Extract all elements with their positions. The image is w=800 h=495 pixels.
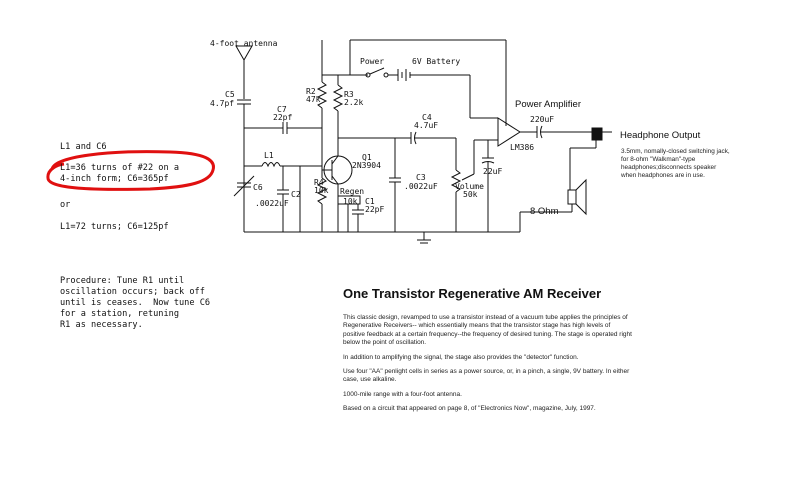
antenna-symbol [235,45,253,62]
description-paragraph: Based on a circuit that appeared on page… [343,405,596,413]
c2-name: C2 [291,190,301,199]
coil-option-1: L1=36 turns of #22 on a 4-inch form; C6=… [60,163,179,184]
description-paragraph: Use four "AA" penlight cells in series a… [343,368,630,384]
c7-value: 22pf [273,113,292,122]
regen-label: Regen [340,187,364,196]
volume-potentiometer [450,169,462,193]
coil-option-2: L1=72 turns; C6=125pf [60,222,169,232]
lm386-label: LM386 [510,143,534,152]
c3-name: C3 [416,173,426,182]
power-switch-label: Power [360,57,384,66]
cap-22uf-label: 22uF [483,167,502,176]
antenna-label: 4-foot antenna [210,39,278,48]
r4-name: R4 [314,178,324,187]
l1-inductor [261,162,281,168]
c6-label: C6 [253,183,263,192]
description-paragraph: In addition to amplifying the signal, th… [343,353,579,361]
l1-label: L1 [264,151,274,160]
volume-value: 50k [463,190,478,199]
power-switch [365,72,371,78]
r3-resistor [332,84,344,112]
q1-type: 2N3904 [352,161,381,170]
c7-name: C7 [277,105,287,114]
r4-resistor [316,177,328,205]
c4-name: C4 [422,113,432,122]
power-amplifier-label: Power Amplifier [515,99,581,110]
r3-name: R3 [344,90,354,99]
c5-name: C5 [225,90,235,99]
circuit-wires [233,39,612,244]
coil-header: L1 and C6 [60,142,107,152]
q1-name: Q1 [362,153,372,162]
headphone-jack [591,127,603,141]
regen-potentiometer [337,195,361,205]
speaker [567,189,577,205]
speaker-label: 8 Ohm [530,206,559,217]
battery-label: 6V Battery [412,57,460,66]
c3-value: .0022uF [404,182,438,191]
r3-value: 2.2k [344,98,363,107]
r2-value: 47k [306,95,321,104]
headphone-output-label: Headphone Output [620,130,701,141]
highlight-circle [46,150,215,191]
c2-value: .0022uF [255,199,289,208]
circuit-title: One Transistor Regenerative AM Receiver [343,286,602,301]
c5-value: 4.7pf [210,99,234,108]
r2-resistor [316,81,328,109]
cap-220uf-label: 220uF [530,115,554,124]
headphone-jack-note: 3.5mm, nomally-closed switching jack, fo… [621,148,730,179]
volume-label: Volume [455,182,484,191]
circuit-description: This classic design, revamped to use a t… [343,314,633,420]
c4-value: 4.7uF [414,121,438,130]
procedure-text: Procedure: Tune R1 until oscillation occ… [60,276,211,330]
r2-name: R2 [306,87,316,96]
c1-value: 22pF [365,205,384,214]
description-paragraph: This classic design, revamped to use a t… [343,314,632,347]
c1-name: C1 [365,197,375,206]
r1-value: 10k [343,197,358,206]
r4-value: 10k [314,186,329,195]
lm386-amplifier [497,117,521,147]
description-paragraph: 1000-mile range with a four-foot antenna… [343,390,462,398]
or-text: or [60,200,71,210]
